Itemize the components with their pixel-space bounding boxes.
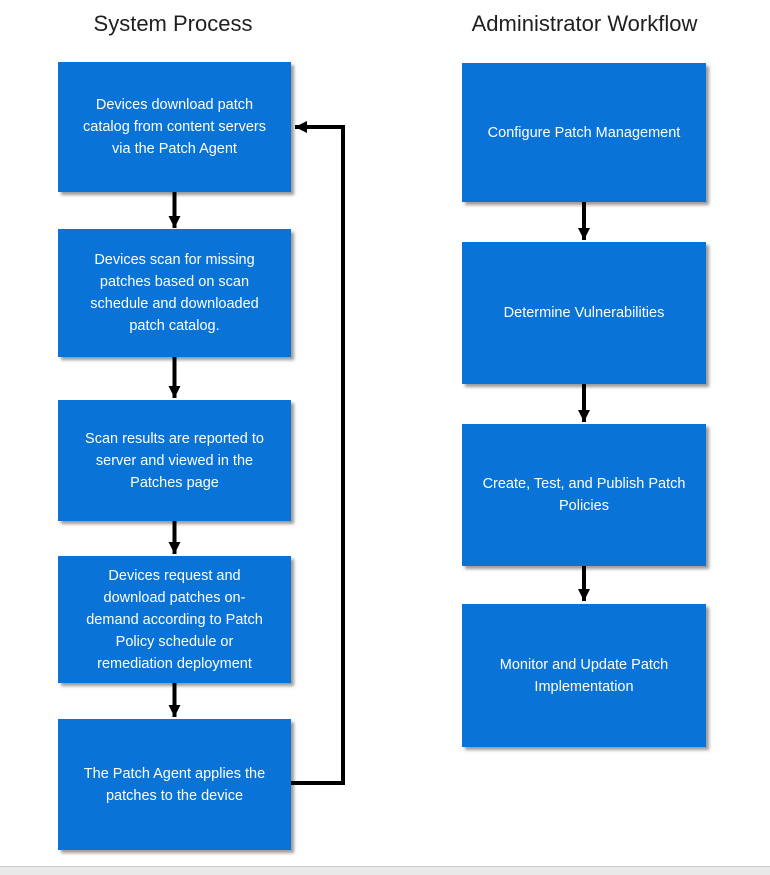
step-configure-patch-management: Configure Patch Management xyxy=(462,63,706,202)
step-monitor-update-implementation: Monitor and Update Patch Implementation xyxy=(462,604,706,747)
step-patch-agent-applies-patches: The Patch Agent applies the patches to t… xyxy=(58,719,291,850)
system-process-title: System Process xyxy=(93,11,253,36)
step-scan-results-reported: Scan results are reported to server and … xyxy=(58,400,291,521)
horizontal-scrollbar[interactable] xyxy=(0,866,770,875)
step-create-test-publish-policies: Create, Test, and Publish Patch Policies xyxy=(462,424,706,566)
step-devices-download-catalog: Devices download patch catalog from cont… xyxy=(58,62,291,192)
step-devices-scan-missing-patches: Devices scan for missing patches based o… xyxy=(58,229,291,357)
step-devices-request-download-patches: Devices request and download patches on-… xyxy=(58,556,291,683)
feedback-loop-arrow xyxy=(291,121,345,785)
step-determine-vulnerabilities: Determine Vulnerabilities xyxy=(462,242,706,384)
administrator-workflow-title: Administrator Workflow xyxy=(471,11,698,36)
